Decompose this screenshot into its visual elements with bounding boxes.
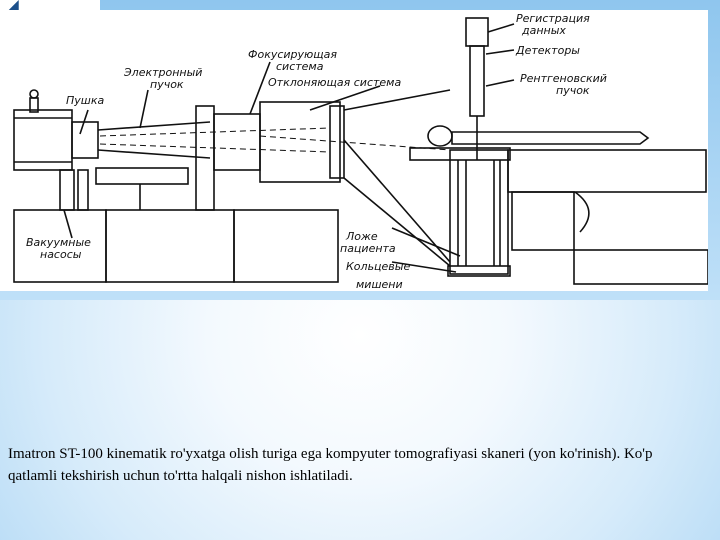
patient-head — [427, 125, 453, 147]
base-block-right — [233, 209, 339, 283]
label-xray: Рентгеновский — [520, 72, 607, 85]
label-rings: Кольцевые — [346, 260, 410, 273]
gun-flange — [71, 121, 99, 159]
label-rings-2: мишени — [356, 278, 403, 291]
label-focusing-2: система — [276, 60, 324, 73]
slide-corner-mark: ◢ — [0, 0, 100, 13]
label-registration: Регистрация — [516, 12, 590, 25]
label-bed-2: пациента — [340, 242, 396, 255]
label-vacuum-2: насосы — [40, 248, 82, 261]
patient-table — [507, 149, 707, 193]
label-bed: Ложе — [345, 230, 378, 243]
label-focusing: Фокусирующая — [248, 48, 337, 61]
label-gun: Пушка — [66, 94, 104, 107]
gun-housing — [13, 109, 73, 171]
label-registration-2: данных — [521, 24, 566, 37]
support-table — [95, 167, 189, 185]
figure-caption: Imatron ST-100 kinematik ro'yxatga olish… — [8, 446, 653, 484]
label-electron-beam-2: пучок — [150, 78, 184, 91]
corner-logo-icon: ◢ — [8, 0, 19, 13]
detector-column — [469, 45, 485, 117]
label-vacuum: Вакуумные — [26, 236, 91, 249]
scanner-diagram: Регистрация данных Детекторы Рентгеновск… — [0, 10, 708, 291]
label-xray-2: пучок — [556, 84, 590, 97]
patient-body — [451, 131, 650, 145]
patient-bed-top — [409, 147, 511, 161]
table-base — [573, 249, 708, 285]
data-registration-box — [465, 17, 489, 47]
focusing-system — [213, 113, 261, 171]
base-block-middle — [105, 209, 235, 283]
gantry — [449, 149, 509, 275]
label-electron-beam: Электронный — [123, 66, 202, 79]
scanner-drawing: Регистрация данных Детекторы Рентгеновск… — [13, 12, 708, 291]
label-detectors: Детекторы — [515, 44, 580, 57]
label-deflecting: Отклоняющая система — [268, 76, 401, 89]
deflecting-system — [259, 101, 341, 183]
